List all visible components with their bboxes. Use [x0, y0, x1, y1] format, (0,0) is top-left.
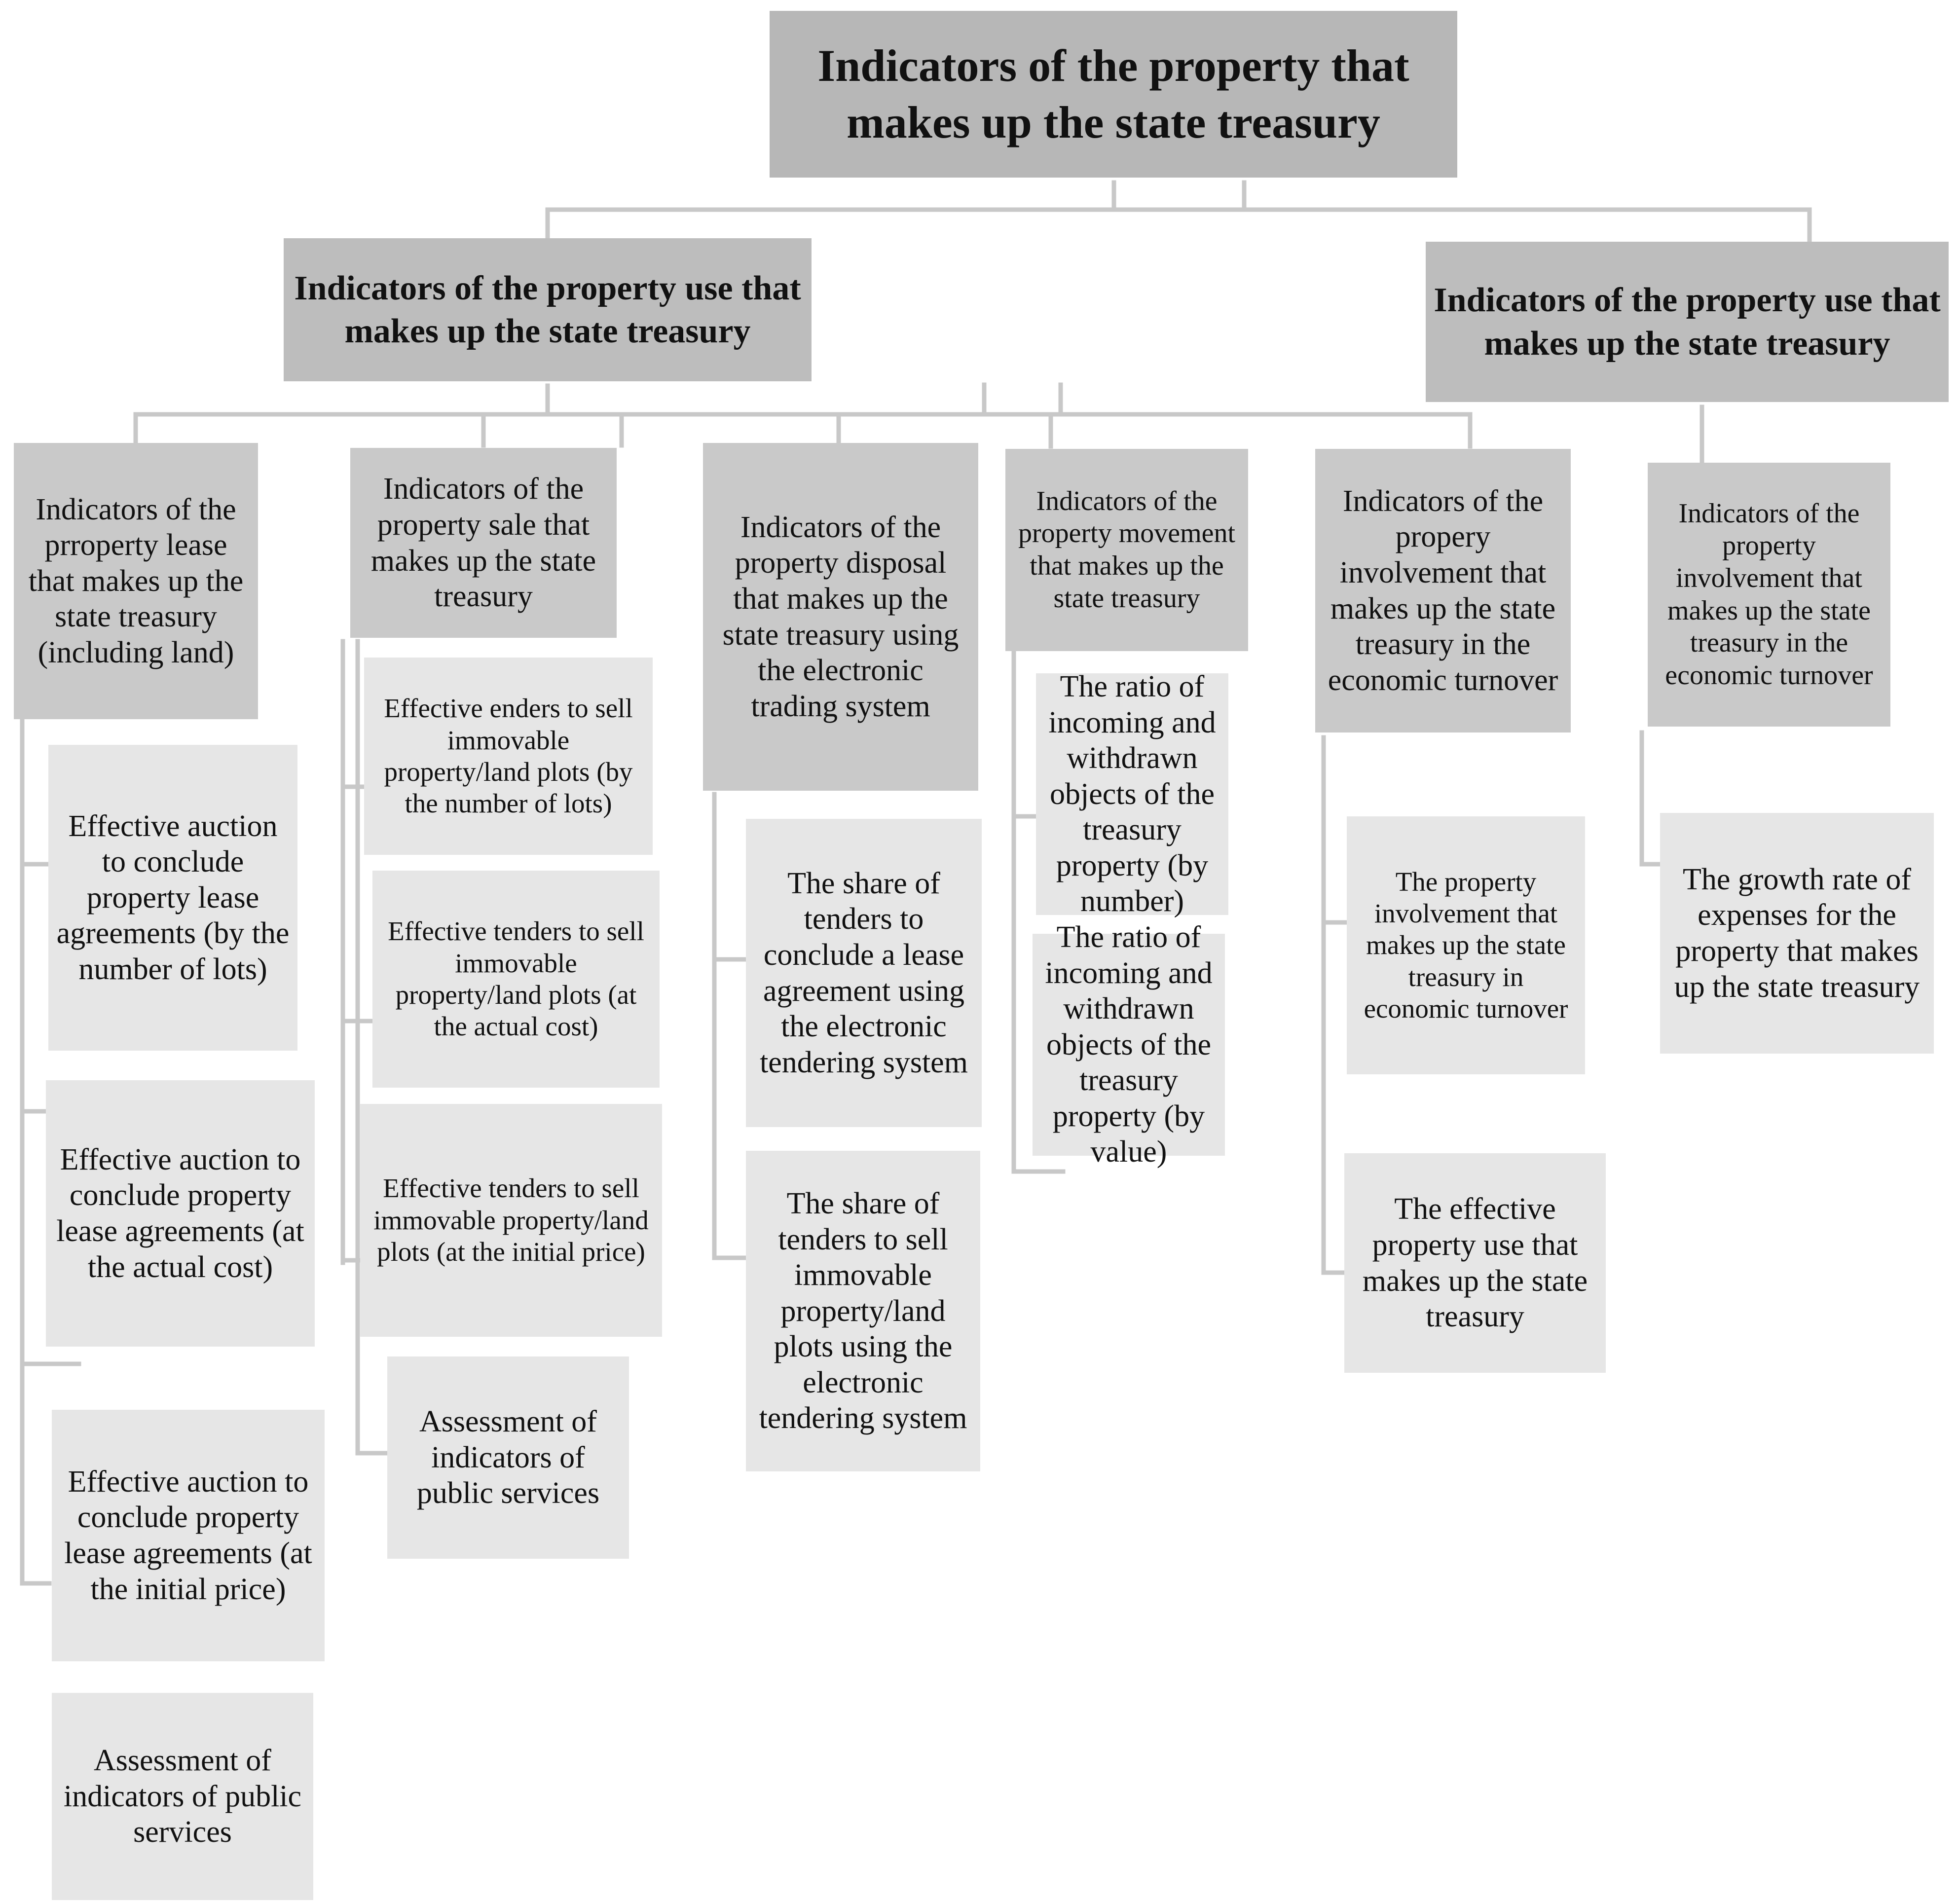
- category-involvement-right: Indicators of the property involvement t…: [1648, 463, 1890, 727]
- leaf-sale-2: Effective tenders to sell immovable prop…: [372, 871, 660, 1088]
- leaf-movement-2-label: The ratio of incoming and withdrawn obje…: [1045, 920, 1213, 1169]
- category-lease: Indicators of the prroperty lease that m…: [14, 443, 258, 719]
- leaf-sale-1: Effective enders to sell immovable prope…: [364, 658, 653, 855]
- level1-right-title: Indicators of the property use that make…: [1434, 281, 1941, 363]
- leaf-involvement-2: The effective property use that makes up…: [1344, 1153, 1606, 1373]
- category-movement: Indicators of the property movement that…: [1005, 449, 1248, 651]
- leaf-lease-4: Assessment of indicators of public servi…: [52, 1693, 313, 1900]
- leaf-sale-3-label: Effective tenders to sell immovable prop…: [373, 1173, 649, 1267]
- leaf-lease-4-label: Assessment of indicators of public servi…: [63, 1744, 302, 1849]
- leaf-involvement-1: The property involvement that makes up t…: [1347, 816, 1585, 1074]
- leaf-sale-3: Effective tenders to sell immovable prop…: [360, 1104, 662, 1337]
- category-disposal: Indicators of the property disposal that…: [703, 443, 978, 791]
- category-lease-label: Indicators of the prroperty lease that m…: [28, 492, 244, 669]
- leaf-lease-1-label: Effective auction to conclude property l…: [56, 809, 290, 986]
- category-involvement: Indicators of the propery involvement th…: [1315, 449, 1571, 732]
- root-box: Indicators of the property that makes up…: [770, 11, 1457, 178]
- leaf-movement-2: The ratio of incoming and withdrawn obje…: [1033, 920, 1225, 1169]
- leaf-lease-3: Effective auction to conclude property l…: [52, 1410, 325, 1661]
- leaf-movement-1-label: The ratio of incoming and withdrawn obje…: [1048, 670, 1216, 918]
- leaf-disposal-2-label: The share of tenders to sell immovable p…: [759, 1187, 967, 1435]
- leaf-disposal-1: The share of tenders to conclude a lease…: [746, 819, 982, 1127]
- category-involvement-label: Indicators of the propery involvement th…: [1328, 484, 1558, 697]
- leaf-sale-2-label: Effective tenders to sell immovable prop…: [388, 916, 644, 1042]
- leaf-disposal-2: The share of tenders to sell immovable p…: [746, 1151, 980, 1471]
- leaf-involvement-1-label: The property involvement that makes up t…: [1364, 866, 1568, 1024]
- leaf-involvement-right-1-label: The growth rate of expenses for the prop…: [1674, 862, 1920, 1004]
- leaf-movement-1: The ratio of incoming and withdrawn obje…: [1036, 670, 1228, 918]
- leaf-sale-4: Assessment of indicators of public servi…: [387, 1356, 629, 1559]
- leaf-disposal-1-label: The share of tenders to conclude a lease…: [760, 866, 968, 1079]
- connector-root-stem: [1111, 180, 1247, 212]
- connector-left-stem: [545, 382, 1063, 417]
- category-disposal-label: Indicators of the property disposal that…: [722, 510, 959, 723]
- connector-drop-sale: [481, 412, 624, 448]
- leaf-lease-3-label: Effective auction to conclude property l…: [64, 1465, 312, 1606]
- category-movement-label: Indicators of the property movement that…: [1018, 485, 1236, 614]
- root-title: Indicators of the property that makes up…: [817, 40, 1409, 147]
- connector-sale-bracket: [340, 639, 417, 1456]
- leaf-lease-1: Effective auction to conclude property l…: [48, 745, 297, 1051]
- leaf-lease-2-label: Effective auction to conclude property l…: [56, 1142, 304, 1284]
- leaf-sale-4-label: Assessment of indicators of public servi…: [416, 1405, 600, 1510]
- level1-left-title: Indicators of the property use that make…: [294, 269, 801, 351]
- leaf-lease-2: Effective auction to conclude property l…: [46, 1080, 315, 1347]
- category-involvement-right-label: Indicators of the property involvement t…: [1665, 498, 1873, 691]
- leaf-sale-1-label: Effective enders to sell immovable prope…: [384, 693, 633, 819]
- level1-left-box: Indicators of the property use that make…: [284, 238, 812, 381]
- leaf-involvement-2-label: The effective property use that makes up…: [1362, 1192, 1588, 1334]
- leaf-involvement-right-1: The growth rate of expenses for the prop…: [1660, 813, 1934, 1054]
- category-sale-label: Indicators of the property sale that mak…: [370, 472, 596, 614]
- level1-right-box: Indicators of the property use that make…: [1426, 242, 1949, 402]
- category-sale: Indicators of the property sale that mak…: [350, 448, 617, 638]
